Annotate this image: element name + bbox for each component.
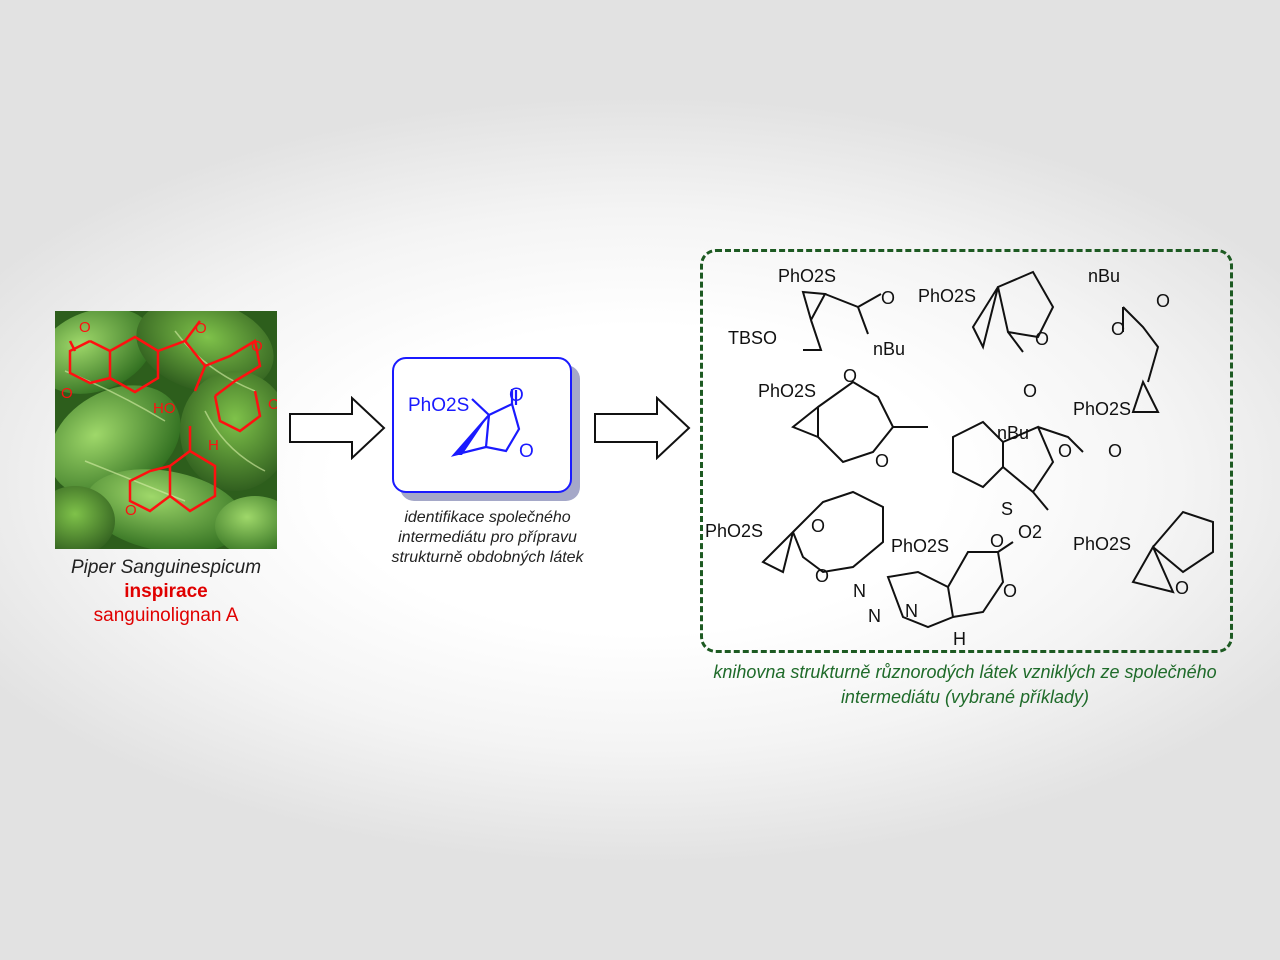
s5-s: S <box>1001 499 1013 519</box>
plant-photo: O O O O O O HO H <box>55 311 277 549</box>
s2-o1: O <box>1035 329 1049 349</box>
overlay-o5: O <box>268 396 277 413</box>
s4-o1: O <box>843 366 857 386</box>
s5-nbu: nBu <box>997 423 1029 443</box>
s2-phos: PhO2S <box>918 286 976 306</box>
s1-o: O <box>881 288 895 308</box>
s8-o: O <box>1175 578 1189 598</box>
s6-o2: O <box>815 566 829 586</box>
overlay-o1: O <box>79 319 91 336</box>
s7-o2: O <box>1003 581 1017 601</box>
overlay-o3: O <box>195 320 207 337</box>
carbonyl-o: O <box>509 385 524 406</box>
s4-phos: PhO2S <box>758 381 816 401</box>
inspiration-label: inspirace <box>124 581 208 602</box>
s7-n3: N <box>905 601 918 621</box>
compound-name: sanguinolignan A <box>93 605 239 626</box>
plant-name: Piper Sanguinespicum <box>70 557 262 578</box>
library-structures: PhO2S TBSO nBu O PhO2S O O nBu O O PhO2S… <box>705 266 1214 649</box>
intermediate-box: PhO2S O O <box>392 357 572 493</box>
s6-o1: O <box>811 516 825 536</box>
overlay-o4: O <box>251 338 263 355</box>
overlay-h: H <box>208 437 219 454</box>
ring-o: O <box>519 441 534 462</box>
overlay-o6: O <box>125 502 137 519</box>
s7-h: H <box>953 629 966 649</box>
s5-o2-label: O2 <box>1018 522 1042 542</box>
s5-o2: O <box>1108 441 1122 461</box>
s2-o2: O <box>1023 381 1037 401</box>
arrow-right-1 <box>289 396 386 460</box>
s3-o1: O <box>1156 291 1170 311</box>
s6-phos: PhO2S <box>705 521 763 541</box>
s3-o2: O <box>1111 319 1125 339</box>
s8-phos: PhO2S <box>1073 534 1131 554</box>
library-caption: knihovna strukturně různorodých látek vz… <box>713 662 1217 707</box>
s3-nbu: nBu <box>1088 266 1120 286</box>
overlay-o2: O <box>61 385 73 402</box>
s7-n2: N <box>868 606 881 626</box>
s4-o2: O <box>875 451 889 471</box>
sanguinolignan-structure <box>68 320 262 513</box>
s7-phos: PhO2S <box>891 536 949 556</box>
plant-caption: Piper Sanguinespicum inspirace sanguinol… <box>40 556 292 628</box>
s5-o1: O <box>1058 441 1072 461</box>
s1-tbso: TBSO <box>728 328 777 348</box>
s3-phos: PhO2S <box>1073 399 1131 419</box>
s1-phos: PhO2S <box>778 266 836 286</box>
s7-n1: N <box>853 581 866 601</box>
intermediate-structure: PhO2S O O <box>408 385 534 462</box>
intermediate-caption: identifikace společného intermediátu pro… <box>391 509 584 566</box>
s1-nbu: nBu <box>873 339 905 359</box>
library-box: PhO2S TBSO nBu O PhO2S O O nBu O O PhO2S… <box>700 249 1233 653</box>
phos-label: PhO2S <box>408 395 469 416</box>
overlay-ho: HO <box>153 400 176 417</box>
plant-leaves-image: O O O O O O HO H <box>55 311 277 549</box>
s7-o1: O <box>990 531 1004 551</box>
arrow-right-2 <box>594 396 691 460</box>
